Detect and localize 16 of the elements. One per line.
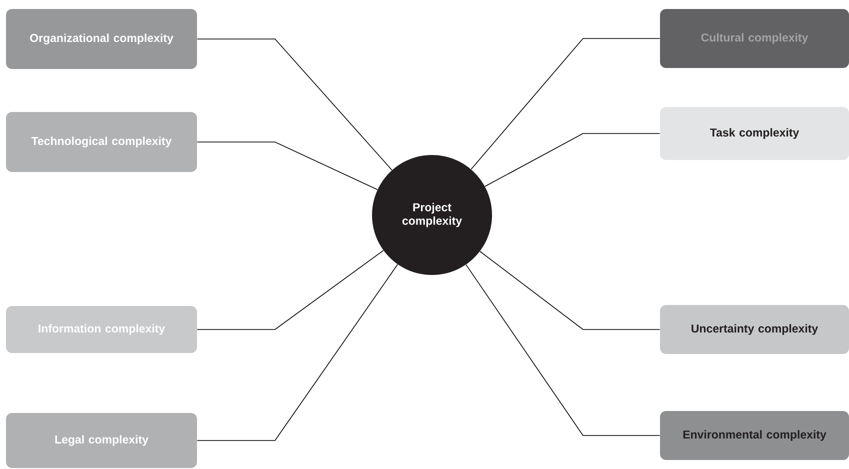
- connector-line: [196, 264, 398, 441]
- connector-line: [480, 250, 660, 330]
- rounded-box: Organizational complexity: [6, 9, 197, 69]
- connector-line: [466, 264, 660, 436]
- connector-line: [196, 142, 378, 190]
- rounded-box: Uncertainty complexity: [660, 305, 849, 354]
- rounded-box: Environmental complexity: [660, 411, 849, 460]
- connector-line: [470, 38, 660, 170]
- rounded-box: Task complexity: [660, 107, 849, 160]
- rounded-box: Cultural complexity: [660, 9, 849, 68]
- connector-line: [484, 133, 660, 187]
- connector-line: [196, 38, 392, 170]
- rounded-box: Technological complexity: [6, 112, 197, 172]
- connector-line: [196, 250, 384, 330]
- rounded-box: Legal complexity: [6, 413, 197, 468]
- circle-node: Project complexity: [372, 155, 492, 275]
